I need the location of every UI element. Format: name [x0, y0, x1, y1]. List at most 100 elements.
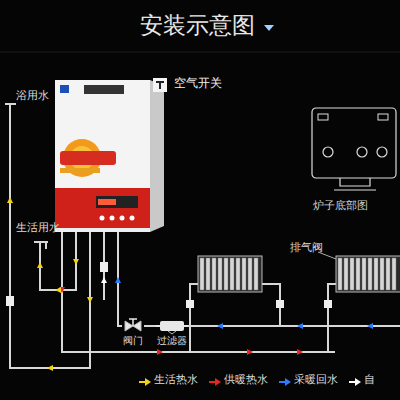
valve-symbol [122, 319, 144, 333]
hot-water-arrow [55, 287, 61, 293]
filter-symbol [156, 318, 188, 334]
return-arrow [367, 323, 373, 329]
furnace-outline [310, 106, 400, 196]
legend-arrow-shaft [139, 381, 146, 383]
pipe-label: 浴用水 [16, 90, 49, 103]
legend-arrow [138, 375, 152, 389]
hot-water-arrow [47, 365, 53, 371]
return-arrow [297, 323, 303, 329]
legend-arrow-head [215, 378, 221, 386]
node-label: 过滤器 [157, 335, 187, 347]
boiler-brand [84, 85, 124, 94]
return-arrow [217, 323, 223, 329]
legend-arrow [278, 375, 292, 389]
boiler-button [120, 216, 125, 221]
boiler-side [150, 80, 164, 232]
legend-item: 供暖热水 [208, 374, 278, 390]
supply-arrow [297, 349, 303, 355]
tap-symbol [34, 242, 48, 249]
legend-arrow [208, 375, 222, 389]
legend-label: 自 [364, 374, 375, 387]
pipe-connector [144, 325, 156, 327]
junction-symbol [100, 262, 108, 272]
legend-arrow-head [145, 378, 151, 386]
boiler-logo [60, 85, 69, 93]
pipe-label: 生活用水 [16, 222, 60, 235]
supply-arrow [247, 349, 253, 355]
frame-line [0, 52, 400, 53]
furnace-body [312, 108, 396, 178]
furnace-bottom-view: 炉子底部图 [310, 106, 400, 218]
boiler-badge [60, 151, 116, 165]
hot-water-pipe [40, 232, 76, 290]
hot-water-arrow [73, 259, 79, 265]
filter-drain [168, 331, 176, 334]
radiator-body [198, 256, 262, 292]
legend-arrow-shaft [209, 381, 216, 383]
hot-water-arrow [87, 297, 93, 303]
legend-item: 生活热水 [138, 374, 208, 390]
title-triangle [264, 25, 274, 31]
junction-symbol [186, 300, 194, 308]
furnace-part [378, 114, 388, 120]
filter-body [160, 321, 184, 331]
legend-label: 供暖热水 [224, 374, 268, 387]
boiler [55, 80, 164, 232]
legend-arrow-shaft [279, 381, 286, 383]
valve-handle [129, 319, 137, 326]
legend-arrow [348, 375, 362, 389]
boiler-base [55, 228, 150, 232]
cold-water-arrow [101, 277, 107, 283]
valve: 阀门 [122, 319, 144, 349]
supply-arrow [157, 349, 163, 355]
boiler-front [55, 80, 150, 232]
switch-symbol [152, 76, 168, 94]
legend-item: 自 [348, 374, 400, 390]
junction-symbol [6, 296, 14, 306]
boiler-button [130, 216, 135, 221]
tap-symbol [5, 103, 16, 105]
node-label: 炉子底部图 [313, 200, 368, 213]
flow-arrows [7, 197, 373, 371]
junction-symbol [276, 300, 284, 308]
return-arrow [115, 277, 121, 283]
filter-pipe [156, 325, 188, 327]
air-switch: 空气开关 [152, 76, 232, 94]
boiler-badge [60, 168, 100, 173]
node-label: 空气开关 [174, 77, 222, 91]
boiler-display [98, 199, 116, 205]
boiler-display [96, 196, 138, 208]
boiler-panel [55, 188, 150, 232]
junction-symbol [324, 300, 332, 308]
furnace-port [323, 147, 333, 157]
legend-item: 采暖回水 [278, 374, 348, 390]
hot-water-arrow [7, 197, 13, 203]
boiler-button [110, 216, 115, 221]
radiator-body [336, 256, 400, 292]
radiator [336, 256, 400, 292]
pipe-label: 排气阀 [290, 242, 323, 255]
switch-box [153, 78, 167, 92]
furnace-stand [334, 178, 376, 190]
supply-branch [328, 284, 336, 352]
supply-branch [190, 284, 198, 352]
switch-mark [156, 82, 164, 89]
filter: 过滤器 [156, 318, 188, 348]
page-title: 安装示意图 [140, 12, 255, 38]
hot-water-arrow [37, 262, 43, 268]
legend-arrow-shaft [349, 381, 356, 383]
supply-pipe [62, 232, 335, 352]
legend-arrow-head [285, 378, 291, 386]
legend-arrow-head [355, 378, 361, 386]
furnace-part [318, 114, 328, 120]
furnace-port [377, 147, 387, 157]
radiator [198, 256, 262, 292]
legend-label: 采暖回水 [294, 374, 338, 387]
boiler-button [100, 216, 105, 221]
node-label: 阀门 [123, 335, 143, 347]
legend-label: 生活热水 [154, 374, 198, 387]
furnace-port [357, 147, 367, 157]
